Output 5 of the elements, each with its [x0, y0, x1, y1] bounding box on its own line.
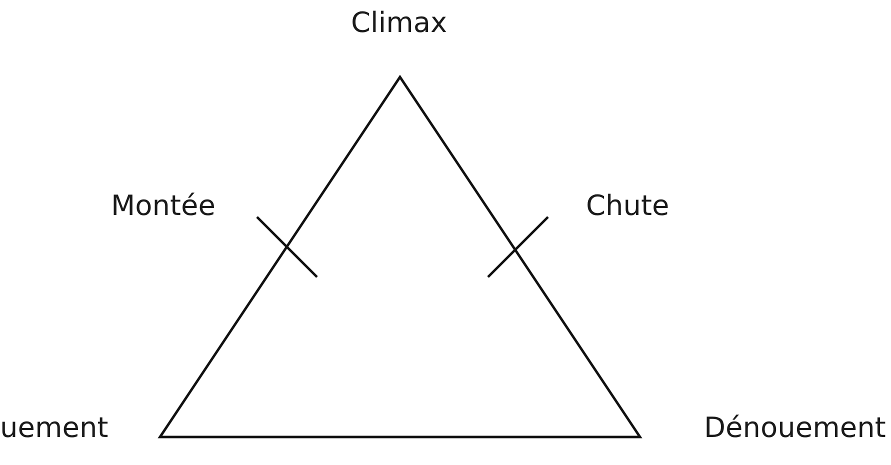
side-label: Montée [111, 192, 216, 220]
side-label: Chute [586, 192, 670, 220]
vertex-label: uement [0, 414, 108, 442]
vertex-label: Dénouement [704, 414, 886, 442]
vertex-label: Climax [351, 9, 448, 37]
